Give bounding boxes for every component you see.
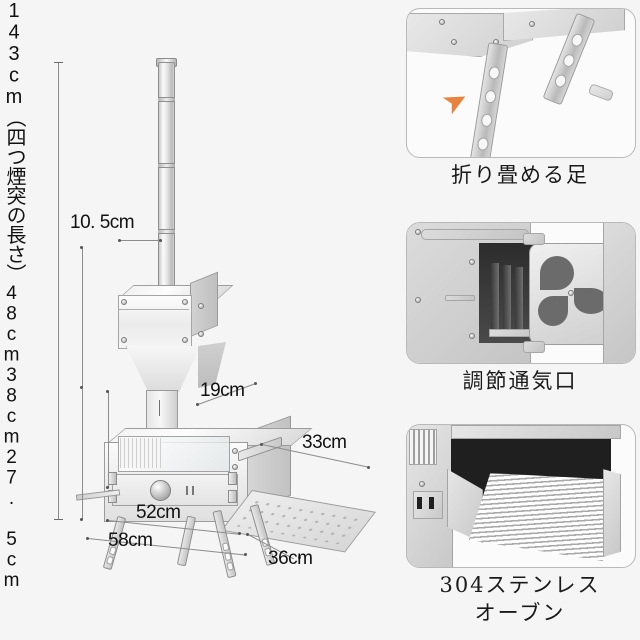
oven-wire-rack bbox=[469, 473, 621, 561]
oven-vent-fins bbox=[409, 429, 437, 465]
dim-shelf-length: 33cm bbox=[302, 432, 347, 453]
folding-leg-front bbox=[469, 42, 509, 157]
dim-total-height: 143cm（四つ煙突の長さ） bbox=[3, 0, 25, 283]
water-tank bbox=[118, 271, 234, 349]
oven-top-edge bbox=[451, 425, 621, 439]
stove-body bbox=[104, 415, 313, 522]
dim-overall-depth: 36cm bbox=[268, 548, 313, 569]
leg-foot bbox=[587, 83, 615, 102]
caption-adjustable-vent: 調節通気口 bbox=[462, 369, 578, 393]
panel-stainless-oven bbox=[406, 424, 636, 568]
product-illustration bbox=[75, 40, 386, 579]
stove-neck bbox=[146, 390, 178, 434]
stove-side-wall bbox=[603, 223, 635, 363]
vent-handle bbox=[421, 229, 529, 240]
dim-body-height: 27. 5cm bbox=[1, 447, 22, 591]
dim-overall-width: 58cm bbox=[108, 530, 153, 551]
dim-body-width: 52cm bbox=[136, 502, 181, 523]
dim-upper-height: 48cm bbox=[1, 283, 22, 365]
panel-adjustable-vent bbox=[406, 222, 636, 364]
oven-rack-rail bbox=[603, 469, 621, 557]
dim-body-depth-top: 19cm bbox=[200, 380, 245, 401]
rule-chimney-diameter bbox=[120, 240, 162, 241]
fold-direction-arrow: ➤ bbox=[436, 81, 475, 123]
stove-door bbox=[112, 474, 238, 506]
rule-upper-height bbox=[82, 248, 83, 388]
leg-mount-plate-rear bbox=[503, 9, 625, 41]
caption-stainless-oven-line2: オーブン bbox=[474, 601, 566, 625]
rule-body-height bbox=[108, 392, 109, 488]
damper-knob bbox=[150, 480, 171, 501]
rule-total-height bbox=[58, 62, 59, 520]
side-shelf-tray bbox=[220, 490, 376, 553]
rotary-damper-disc bbox=[529, 243, 613, 345]
dim-body-height-to-top: 38cm bbox=[1, 365, 22, 447]
rule-body-total bbox=[82, 388, 83, 520]
internal-grate bbox=[120, 438, 162, 468]
dim-chimney-diameter: 10. 5cm bbox=[70, 212, 135, 233]
vent-hinge-bottom bbox=[523, 341, 545, 353]
chimney-pipe bbox=[158, 62, 175, 334]
caption-folding-legs: 折り畳める足 bbox=[451, 163, 589, 187]
vent-hinge-top bbox=[523, 233, 545, 245]
panel-folding-legs: ➤ bbox=[406, 8, 636, 158]
vent-latch-arm bbox=[445, 295, 475, 301]
hopper-funnel bbox=[126, 342, 226, 394]
caption-stainless-oven-line1: 304ステンレス bbox=[439, 573, 601, 597]
